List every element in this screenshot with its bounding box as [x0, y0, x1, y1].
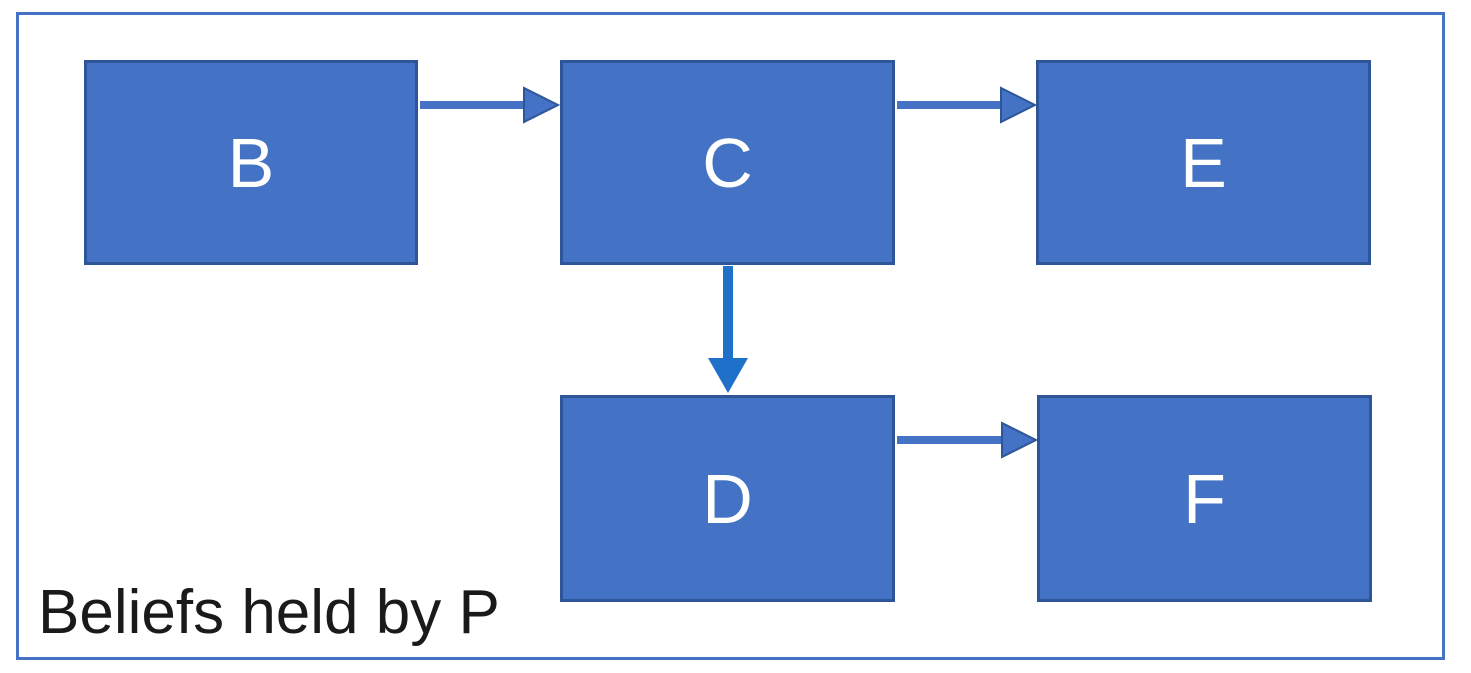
caption: Beliefs held by P [38, 578, 500, 647]
node-c-label: C [702, 123, 753, 202]
node-c: C [560, 60, 895, 265]
node-d: D [560, 395, 895, 602]
node-e: E [1036, 60, 1371, 265]
node-f: F [1037, 395, 1372, 602]
node-f-label: F [1183, 459, 1226, 538]
node-b-label: B [227, 123, 275, 202]
node-d-label: D [702, 459, 753, 538]
node-b: B [84, 60, 418, 265]
node-e-label: E [1180, 123, 1227, 202]
